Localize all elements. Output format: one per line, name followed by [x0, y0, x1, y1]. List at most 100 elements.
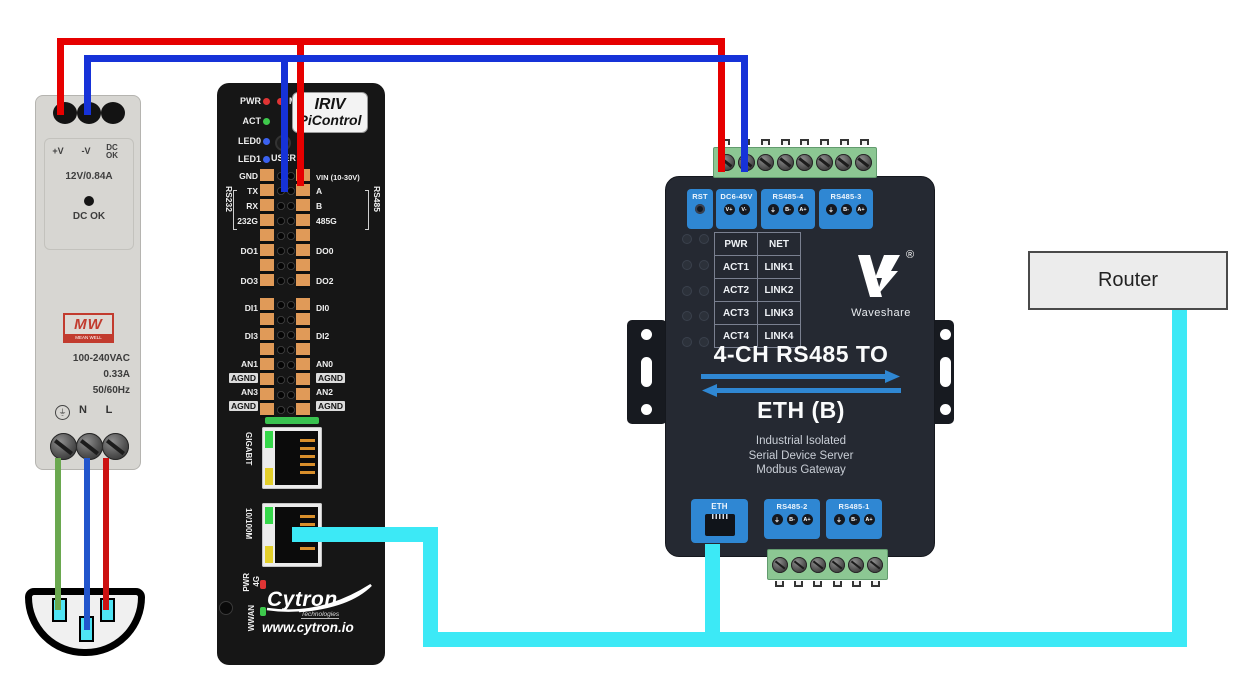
ground-symbol: ⏚	[55, 405, 70, 420]
wire-dc-negative-to-gateway	[741, 55, 748, 172]
pin-ground: ⏚	[771, 514, 783, 525]
led-net	[699, 234, 709, 244]
screw-ring-column	[285, 169, 297, 289]
wire-ac-live	[103, 458, 109, 610]
screw-ring-column	[275, 298, 287, 418]
rs485-1-label: RS485-1	[838, 502, 870, 511]
psu-label-vminus: -V	[81, 146, 91, 156]
bidirectional-arrows-icon	[701, 370, 901, 397]
psu-label-live: L	[105, 404, 113, 416]
rs485-1-box: RS485-1 ⏚ B- A+	[826, 499, 882, 539]
rj45-pins	[300, 439, 315, 477]
terminal-notch	[775, 581, 784, 587]
rs485-3-label: RS485-3	[830, 192, 862, 201]
rs485-4-pins: ⏚ B- A+	[767, 204, 809, 215]
wire-dc-negative-to-plc	[281, 55, 288, 192]
screw-terminal	[796, 154, 814, 171]
led-label: LINK3	[757, 301, 800, 324]
gateway-title-bottom: ETH (B)	[757, 397, 845, 423]
eth-cable-from-plc	[292, 527, 438, 542]
screw-terminal	[815, 154, 833, 171]
dc-pins: V+ V-	[723, 204, 750, 215]
rs232-group-label: RS232	[224, 186, 234, 212]
wire-dc-negative-riser	[84, 55, 91, 115]
led-link2	[699, 285, 709, 296]
terminal-notch	[870, 581, 880, 587]
led-link4	[699, 337, 709, 347]
modem-4g-led	[260, 580, 266, 589]
eth-rj45-jack	[704, 514, 735, 536]
io-label-di0: DI0	[316, 303, 330, 313]
led-label: ACT2	[714, 278, 757, 301]
terminal-notch	[800, 139, 810, 145]
screw-terminal	[867, 556, 883, 573]
io-label-a: A	[316, 186, 323, 196]
terminal-notch-row	[767, 581, 888, 587]
cytron-swoosh	[266, 583, 372, 613]
pin-b-minus: B-	[782, 204, 794, 215]
pwr-led	[263, 98, 270, 105]
wire-dc-positive-riser	[57, 38, 64, 115]
mount-ear-left	[627, 320, 667, 424]
rs485-terminal-block	[767, 549, 888, 580]
led-act4	[682, 337, 692, 347]
link-led-green	[265, 431, 273, 448]
gateway-title-top: 4-CH RS485 TO	[713, 341, 889, 367]
rs485-4-label: RS485-4	[772, 192, 804, 201]
led-label: NET	[757, 232, 800, 255]
io-label-di2: DI2	[316, 331, 330, 341]
mount-hole	[641, 404, 652, 415]
status-led-bar	[265, 417, 319, 424]
io-label-do3: DO3	[240, 276, 258, 286]
screw-ring-column	[285, 298, 297, 418]
rs485-2-box: RS485-2 ⏚ B- A+	[764, 499, 820, 539]
rs485-2-pins: ⏚ B- A+	[771, 514, 813, 525]
plc-led-label-pwr: PWR	[240, 96, 261, 106]
led-pwr	[682, 234, 692, 244]
eth-cable-to-router	[1172, 310, 1187, 639]
io-label-do1: DO1	[240, 246, 258, 256]
router-label: Router	[1097, 269, 1159, 291]
screw-terminal	[776, 154, 794, 171]
status-led-dots	[682, 234, 709, 347]
terminal-notch	[859, 139, 869, 145]
rs485-2-label: RS485-2	[776, 502, 808, 511]
led-act1	[682, 259, 692, 270]
io-label-di3: DI3	[244, 331, 258, 341]
psu-label-dcok-terminal: DC OK	[106, 143, 118, 160]
terminal-column	[296, 169, 310, 289]
fast-eth-port-label: 10/100M	[244, 508, 253, 540]
psu-label-panel	[44, 138, 134, 250]
terminal-notch	[794, 581, 804, 587]
screw-terminal	[810, 556, 826, 573]
pin-b-minus: B-	[840, 204, 852, 215]
rj45-jack	[275, 431, 318, 485]
io-label-an0: AN0	[316, 359, 334, 369]
gigabit-port-label: GIGABIT	[244, 432, 253, 466]
terminal-notch	[813, 581, 823, 587]
terminal-notch	[760, 139, 770, 145]
io-label-agnd: AGND	[228, 401, 258, 411]
screw-terminal	[829, 556, 845, 573]
ac-screw-neutral	[76, 433, 103, 460]
rs232-bracket	[233, 190, 237, 230]
led-label: PWR	[714, 232, 757, 255]
pin-a-plus: A+	[863, 514, 875, 525]
io-terminal-strip-upper	[260, 169, 310, 289]
psu-spec-current: 0.33A	[103, 369, 130, 380]
io-label-an3: AN3	[240, 387, 258, 397]
led-label: LINK2	[757, 278, 800, 301]
terminal-notch	[840, 139, 850, 145]
rst-label: RST	[692, 192, 708, 201]
rs485-3-box: RS485-3 ⏚ B- A+	[819, 189, 873, 229]
mount-hole	[641, 329, 652, 340]
wire-dc-positive-to-plc	[297, 38, 304, 186]
m2-led	[277, 98, 284, 105]
rs485-4-box: RS485-4 ⏚ B- A+	[761, 189, 815, 229]
pin-a-plus: A+	[801, 514, 813, 525]
modem-wwan-led	[260, 607, 266, 616]
link-led-yellow	[265, 468, 273, 485]
dc-terminal-dcok	[101, 102, 125, 124]
router-box: Router	[1028, 251, 1228, 310]
